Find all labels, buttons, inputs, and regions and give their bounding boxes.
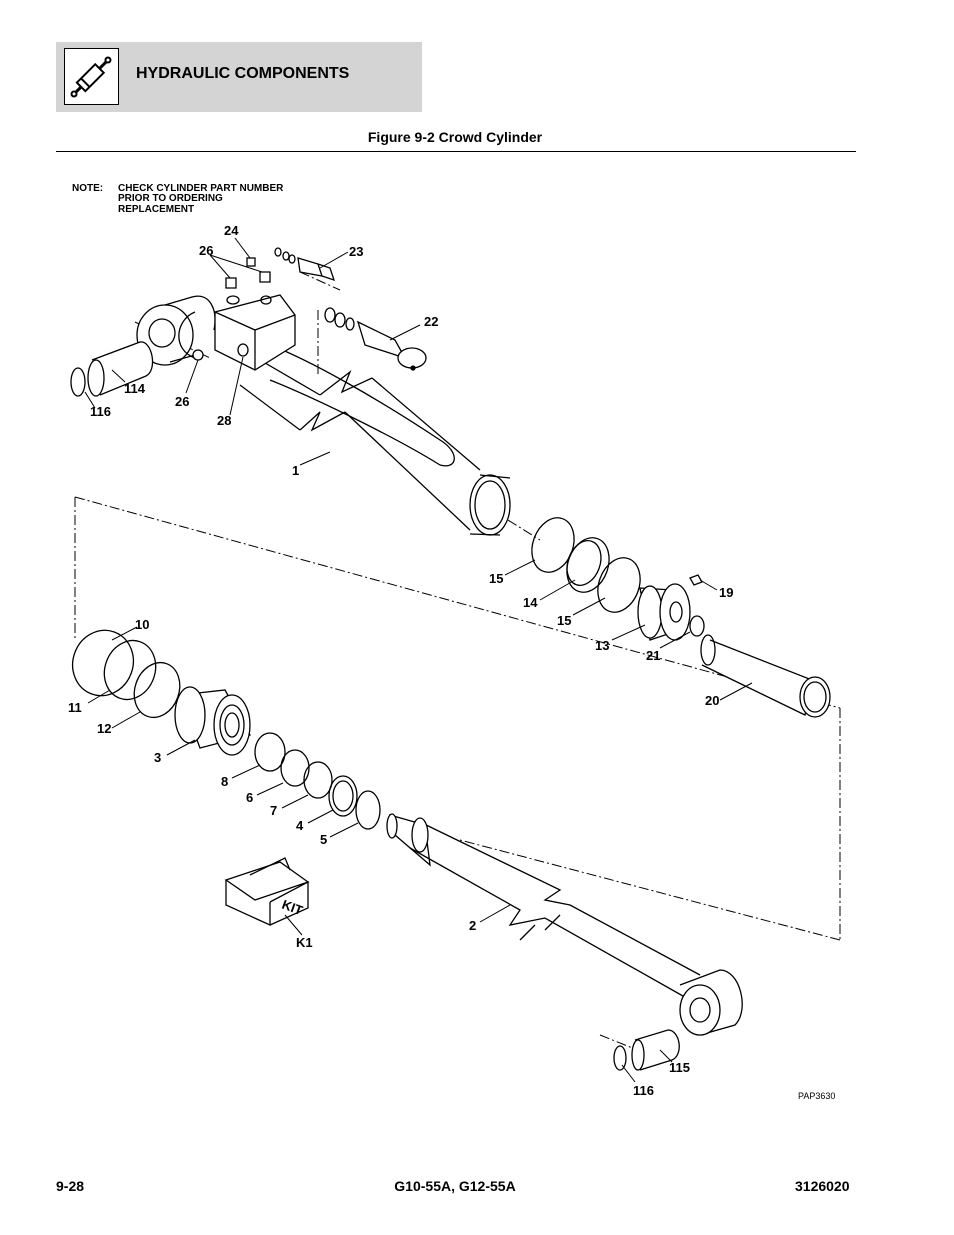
callout-number: 15 [489,571,503,586]
note-label: NOTE: [72,183,104,194]
spacer-20 [700,634,831,718]
callout-number: 10 [135,617,149,632]
callout-number: 26 [175,394,189,409]
model-numbers: G10-55A, G12-55A [394,1178,516,1194]
barrel-tube [136,295,511,536]
figure-title: Figure 9-2 Crowd Cylinder [367,129,543,145]
callout-number: 13 [595,638,609,653]
callout-number: 26 [199,243,213,258]
callouts: 24 26 23 22 114 116 26 28 1 15 14 15 19 … [68,223,733,1098]
pin-115 [613,1029,680,1071]
callout-number: 116 [633,1083,654,1098]
callout-number: 21 [646,648,660,663]
doc-number: 3126020 [795,1178,850,1194]
kit-box [224,857,310,927]
callout-number: 12 [97,721,111,736]
callout-number: 24 [224,223,239,238]
callout-number: 114 [124,381,146,396]
callout-number: 1 [292,463,299,478]
rod-2 [386,813,743,1036]
port-block [192,294,296,371]
callout-number: 6 [246,790,253,805]
callout-number: 7 [270,803,277,818]
callout-number: 115 [669,1060,690,1075]
cartridge-valve-22 [324,307,427,371]
callout-number: 11 [68,700,82,715]
section-title: HYDRAULIC COMPONENTS [136,65,350,82]
callout-number: 22 [424,314,438,329]
callout-number: 23 [349,244,363,259]
relief-valve-23 [274,247,336,282]
fitting-parts [225,257,271,289]
kit-label: KIT [280,897,305,918]
leader-lines [84,237,753,1083]
page-number: 9-28 [56,1178,85,1194]
callout-number: 2 [469,918,476,933]
callout-number: 3 [154,750,161,765]
hydraulic-cylinder-icon [64,48,119,105]
pin-114 [70,341,154,397]
callout-number: 116 [90,404,111,419]
callout-number: 15 [557,613,571,628]
head-3 [174,686,251,756]
callout-number: K1 [296,935,313,950]
callout-number: 8 [221,774,228,789]
note-line: REPLACEMENT [118,204,195,215]
piston-group [531,517,705,641]
title-rule [56,151,856,152]
drawing-id: PAP3630 [798,1091,835,1101]
callout-number: 20 [705,693,719,708]
callout-number: 14 [523,595,538,610]
callout-number: 28 [217,413,231,428]
callout-number: 19 [719,585,733,600]
ring-seals [71,629,381,830]
note-line: PRIOR TO ORDERING [118,193,223,204]
callout-number: 5 [320,832,327,847]
note-line: CHECK CYLINDER PART NUMBER [118,183,284,194]
callout-number: 4 [296,818,304,833]
